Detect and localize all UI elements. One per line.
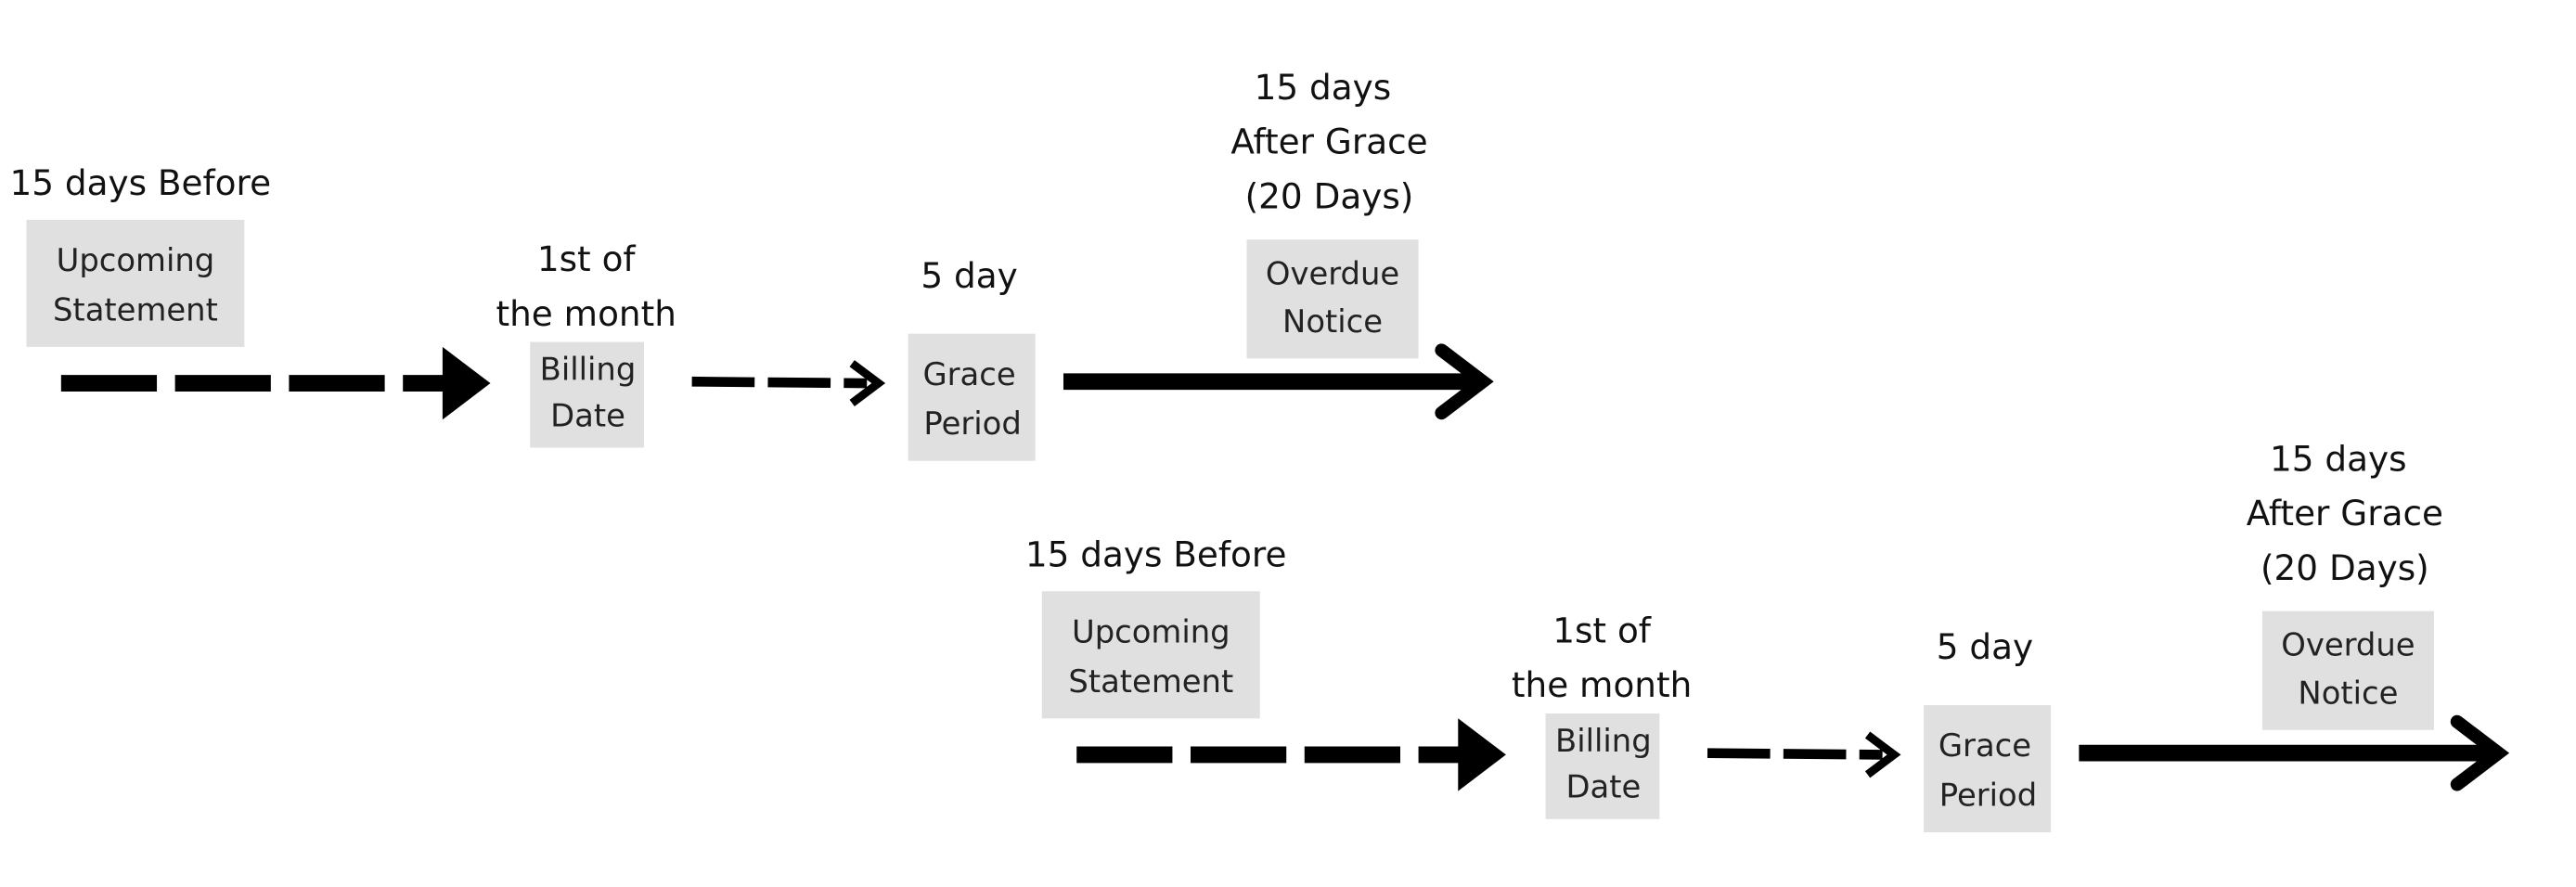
- solid-arrow-icon: [2079, 714, 2510, 791]
- billing-caption-line1: 1st of: [1552, 610, 1652, 650]
- dashed-arrow-icon: [1076, 718, 1506, 791]
- overdue-notice-box: [1246, 239, 1419, 359]
- billing-caption-line1: 1st of: [537, 238, 637, 279]
- solid-arrow-icon: [1063, 343, 1494, 420]
- upcoming-caption: 15 days Before: [1025, 534, 1287, 575]
- overdue-caption-line2: After Grace: [1230, 122, 1427, 162]
- short-dashed-arrow-icon: [691, 360, 886, 406]
- grace-box-line2: Period: [923, 405, 1021, 442]
- grace-caption: 5 day: [1937, 626, 2033, 667]
- upcoming-statement-box: [1041, 591, 1260, 719]
- overdue-caption-line3: (20 Days): [2260, 547, 2429, 588]
- dashed-arrow-icon: [60, 346, 491, 420]
- upcoming-statement-box: [26, 219, 245, 347]
- grace-caption: 5 day: [921, 255, 1017, 296]
- upcoming-box-line1: Upcoming: [1072, 613, 1230, 649]
- overdue-box-line2: Notice: [2298, 675, 2398, 711]
- grace-period-box: [908, 333, 1036, 461]
- overdue-notice-box: [2261, 611, 2434, 730]
- overdue-caption-line1: 15 days: [1255, 67, 1392, 108]
- billing-caption-line2: the month: [1512, 664, 1692, 705]
- upcoming-box-line2: Statement: [1068, 663, 1233, 700]
- billing-box-line1: Billing: [540, 351, 637, 387]
- billing-date-box: [530, 341, 644, 448]
- overdue-caption-line3: (20 Days): [1245, 175, 1414, 216]
- billing-box-line2: Date: [1565, 769, 1641, 805]
- billing-box-line1: Billing: [1555, 723, 1652, 759]
- upcoming-box-line2: Statement: [53, 291, 218, 328]
- billing-caption-line2: the month: [496, 293, 676, 334]
- overdue-caption-line2: After Grace: [2247, 493, 2443, 533]
- grace-box-line1: Grace: [1938, 727, 2031, 764]
- overdue-box-line2: Notice: [1282, 303, 1383, 340]
- upcoming-caption: 15 days Before: [9, 162, 271, 203]
- overdue-box-line1: Overdue: [2281, 627, 2415, 663]
- overdue-box-line1: Overdue: [1266, 255, 1399, 291]
- short-dashed-arrow-icon: [1707, 731, 1901, 778]
- upcoming-box-line1: Upcoming: [57, 242, 215, 278]
- timeline-row: 15 days Before Upcoming Statement 1st of…: [9, 67, 1494, 461]
- billing-box-line2: Date: [550, 397, 625, 433]
- grace-box-line1: Grace: [922, 356, 1015, 392]
- overdue-caption-line1: 15 days: [2270, 438, 2407, 479]
- grace-period-box: [1924, 705, 2052, 833]
- grace-box-line2: Period: [1939, 778, 2037, 814]
- billing-date-box: [1545, 713, 1660, 819]
- timeline-row: 15 days Before Upcoming Statement 1st of…: [1025, 438, 2510, 833]
